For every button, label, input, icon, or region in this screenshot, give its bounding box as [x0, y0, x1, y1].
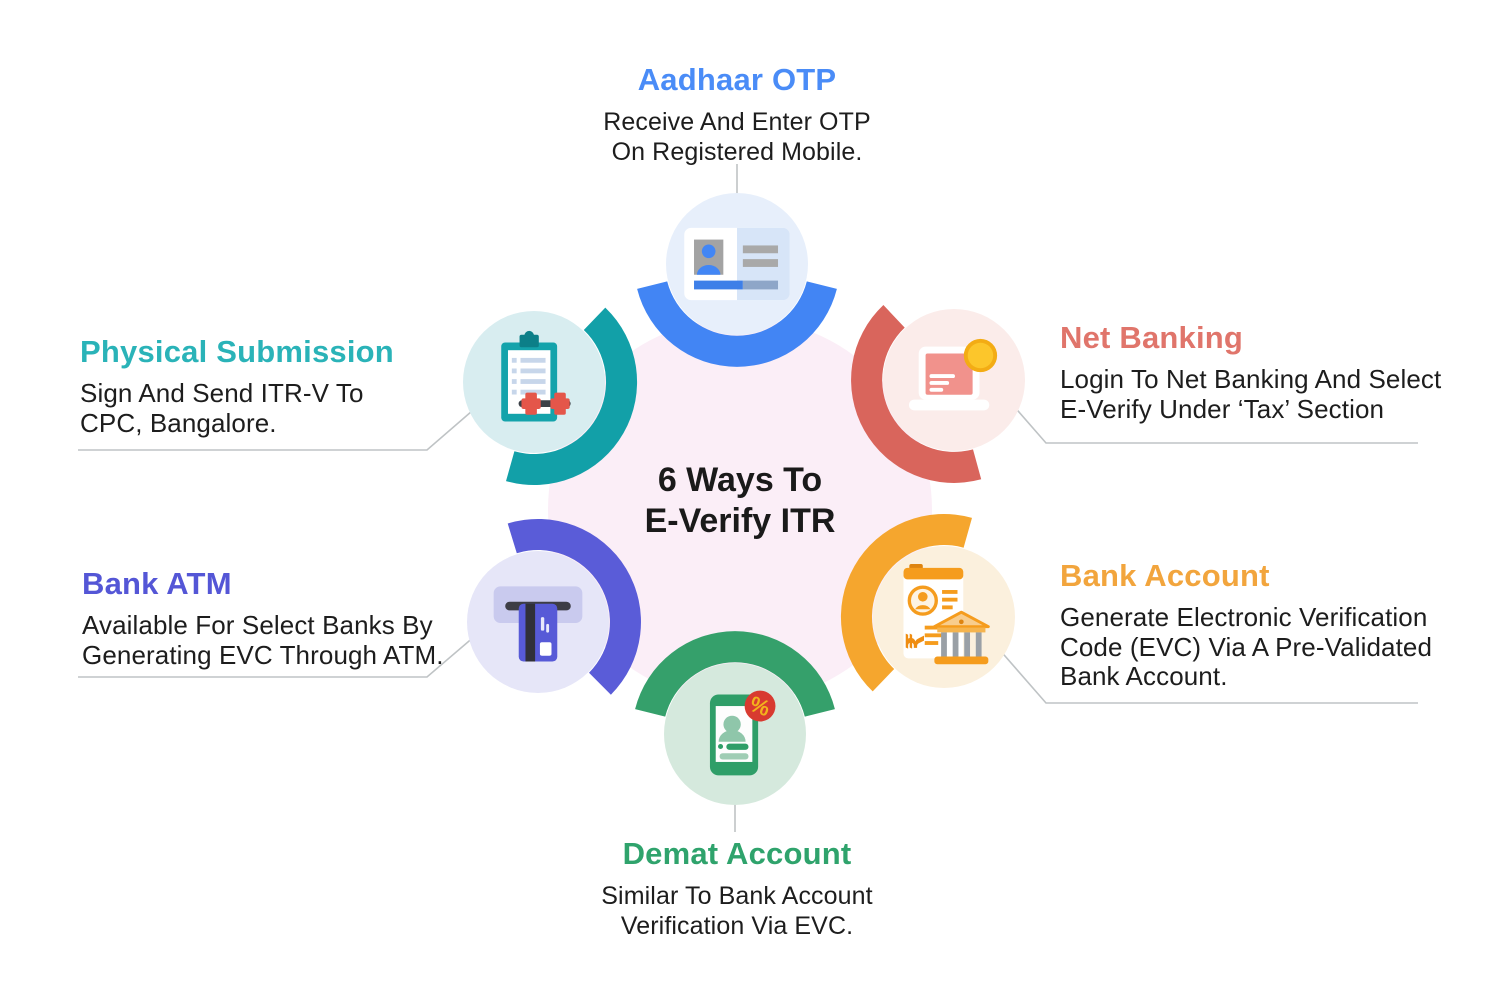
clipboard-stamp-icon: [501, 330, 571, 422]
svg-text:₹: ₹: [901, 632, 930, 649]
net-banking-title: Net Banking: [1060, 320, 1244, 355]
demat-account-title: Demat Account: [622, 836, 852, 871]
aadhaar-otp-label: Aadhaar OTP Receive And Enter OTP On Reg…: [510, 62, 964, 167]
net-banking-label: Net Banking Login To Net Banking And Sel…: [1060, 320, 1441, 424]
physical-submission-label: Physical Submission Sign And Send ITR-V …: [80, 334, 394, 438]
desc-line: Bank Account.: [1060, 661, 1228, 691]
aadhaar-otp-arc: [637, 281, 837, 367]
desc-line: Available For Select Banks By: [82, 610, 433, 640]
demat-account-desc: Similar To Bank Account Verification Via…: [510, 881, 964, 941]
desc-line: CPC, Bangalore.: [80, 407, 277, 438]
bank-passbook-icon: ₹: [901, 564, 990, 665]
bank-atm-circle: [467, 551, 609, 693]
bank-account-desc: Generate Electronic Verification Code (E…: [1060, 602, 1433, 692]
bank-account-connector: [997, 647, 1418, 704]
physical-submission-desc: Sign And Send ITR-V To CPC, Bangalore.: [80, 378, 394, 438]
demat-account-label: Demat Account Similar To Bank Account Ve…: [510, 836, 964, 941]
laptop-coin-icon: [908, 338, 998, 411]
physical-submission-arc: [506, 307, 638, 485]
physical-submission-title: Physical Submission: [80, 334, 394, 369]
desc-line: Receive And Enter OTP: [603, 108, 871, 136]
desc-line: Similar To Bank Account: [601, 882, 873, 910]
desc-line: Generate Electronic Verification: [1060, 602, 1428, 632]
bank-account-title: Bank Account: [1060, 558, 1270, 593]
diagram-title: 6 Ways To E-Verify ITR: [540, 460, 940, 542]
aadhaar-otp-title: Aadhaar OTP: [637, 62, 837, 97]
bank-account-label: Bank Account Generate Electronic Verific…: [1060, 558, 1432, 692]
phone-percent-icon: %: [709, 690, 776, 776]
net-banking-circle: [883, 309, 1025, 451]
bank-atm-title: Bank ATM: [82, 566, 232, 601]
desc-line: Login To Net Banking And Select: [1060, 364, 1442, 394]
desc-line: On Registered Mobile.: [611, 138, 863, 166]
bank-atm-label: Bank ATM Available For Select Banks By G…: [82, 566, 444, 670]
diagram-title-line2: E-Verify ITR: [644, 502, 836, 540]
desc-line: Sign And Send ITR-V To: [80, 378, 364, 408]
desc-line: Generating EVC Through ATM.: [82, 639, 444, 670]
demat-account-arc: [635, 631, 835, 717]
bank-atm-desc: Available For Select Banks By Generating…: [82, 610, 444, 670]
diagram-title-line1: 6 Ways To: [657, 461, 823, 499]
bank-account-circle: ₹: [873, 546, 1015, 688]
bank-account-arc: [840, 514, 972, 692]
desc-line: E-Verify Under ‘Tax’ Section: [1060, 393, 1385, 424]
desc-line: Code (EVC) Via A Pre-Validated: [1060, 631, 1433, 662]
desc-line: Verification Via EVC.: [620, 912, 854, 940]
atm-card-icon: [493, 586, 583, 662]
net-banking-arc: [851, 305, 982, 483]
physical-submission-circle: [463, 311, 605, 453]
net-banking-desc: Login To Net Banking And Select E-Verify…: [1060, 364, 1442, 424]
aadhaar-otp-desc: Receive And Enter OTP On Registered Mobi…: [510, 107, 964, 167]
id-card-icon: [684, 227, 790, 301]
demat-account-circle: %: [664, 663, 806, 805]
aadhaar-otp-circle: [666, 193, 808, 335]
bank-atm-arc: [507, 518, 641, 695]
